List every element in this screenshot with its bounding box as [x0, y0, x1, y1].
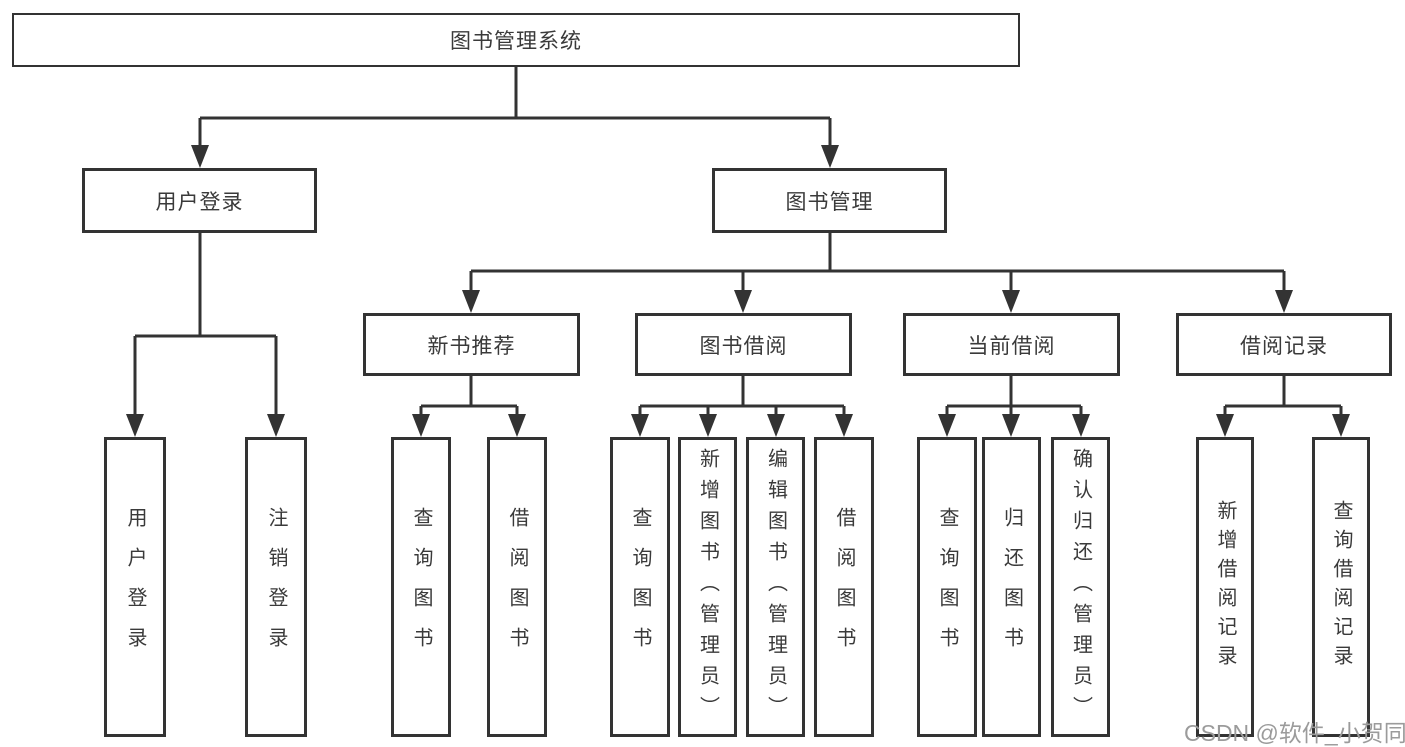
connector-current-borrowing-split — [945, 376, 1083, 416]
node-label: 图书管理 — [785, 190, 874, 214]
leaf-label: 新增图书（管理员） — [696, 447, 719, 727]
leaf-label: 用户登录 — [124, 507, 146, 667]
leaf-label: 查询图书 — [410, 507, 432, 667]
leaf-records-add-borrow-record: 新增借阅记录 — [1196, 437, 1254, 737]
node-label: 图书管理系统 — [450, 30, 582, 53]
connector-book-borrowing-split — [638, 376, 846, 416]
arrowhead — [938, 414, 956, 437]
arrowhead — [1002, 414, 1020, 437]
node-current-borrowing: 当前借阅 — [903, 313, 1120, 376]
watermark-csdn: CSDN @软件_小贺同学 — [1184, 720, 1405, 746]
arrowhead — [1072, 414, 1090, 437]
arrowhead — [412, 414, 430, 437]
connector-new-book-split — [419, 376, 519, 416]
node-label: 图书借阅 — [699, 334, 788, 358]
arrowhead — [1216, 414, 1234, 437]
leaf-label: 确认归还（管理员） — [1069, 447, 1092, 727]
leaf-user-login: 用户登录 — [104, 437, 166, 737]
arrowhead — [631, 414, 649, 437]
leaf-label: 查询图书 — [936, 507, 958, 667]
leaf-current-return-books: 归还图书 — [982, 437, 1041, 737]
leaf-label: 查询图书 — [629, 507, 651, 667]
arrowhead — [821, 145, 839, 168]
leaf-label: 新增借阅记录 — [1214, 500, 1236, 674]
leaf-recommend-borrow-books: 借阅图书 — [487, 437, 547, 737]
node-new-book-recommendation: 新书推荐 — [363, 313, 580, 376]
leaf-recommend-query-books: 查询图书 — [391, 437, 451, 737]
leaf-label: 查询借阅记录 — [1330, 500, 1352, 674]
arrowhead — [462, 290, 480, 313]
leaf-label: 编辑图书（管理员） — [764, 447, 787, 727]
arrowhead — [267, 414, 285, 437]
leaf-records-query-borrow-record: 查询借阅记录 — [1312, 437, 1370, 737]
leaf-label: 借阅图书 — [506, 507, 528, 667]
leaf-current-confirm-return-admin: 确认归还（管理员） — [1051, 437, 1110, 737]
arrowhead — [1275, 290, 1293, 313]
connector-root-split — [198, 67, 832, 147]
leaf-label: 注销登录 — [265, 507, 287, 667]
leaf-borrowing-borrow-books: 借阅图书 — [814, 437, 874, 737]
node-user-login-branch: 用户登录 — [82, 168, 317, 233]
leaf-current-query-books: 查询图书 — [917, 437, 977, 737]
node-book-management: 图书管理 — [712, 168, 947, 233]
leaf-borrowing-add-books-admin: 新增图书（管理员） — [678, 437, 737, 737]
node-library-management-system: 图书管理系统 — [12, 13, 1020, 67]
node-label: 当前借阅 — [967, 334, 1056, 358]
node-label: 用户登录 — [155, 190, 244, 214]
connector-book-management-split — [469, 233, 1286, 292]
arrowhead — [699, 414, 717, 437]
arrowhead — [191, 145, 209, 168]
arrowhead — [126, 414, 144, 437]
connector-borrowing-records-split — [1223, 376, 1343, 416]
leaf-logout: 注销登录 — [245, 437, 307, 737]
node-book-borrowing: 图书借阅 — [635, 313, 852, 376]
arrowhead — [508, 414, 526, 437]
leaf-label: 归还图书 — [1000, 507, 1023, 667]
node-label: 新书推荐 — [427, 334, 516, 358]
connector-user-login-split — [133, 233, 278, 416]
leaf-borrowing-edit-books-admin: 编辑图书（管理员） — [746, 437, 805, 737]
arrowhead — [734, 290, 752, 313]
leaf-borrowing-query-books: 查询图书 — [610, 437, 670, 737]
arrowhead — [1002, 290, 1020, 313]
node-borrowing-records: 借阅记录 — [1176, 313, 1392, 376]
arrowhead — [767, 414, 785, 437]
arrowhead — [1332, 414, 1350, 437]
arrowhead — [835, 414, 853, 437]
node-label: 借阅记录 — [1240, 334, 1328, 358]
leaf-label: 借阅图书 — [833, 507, 855, 667]
